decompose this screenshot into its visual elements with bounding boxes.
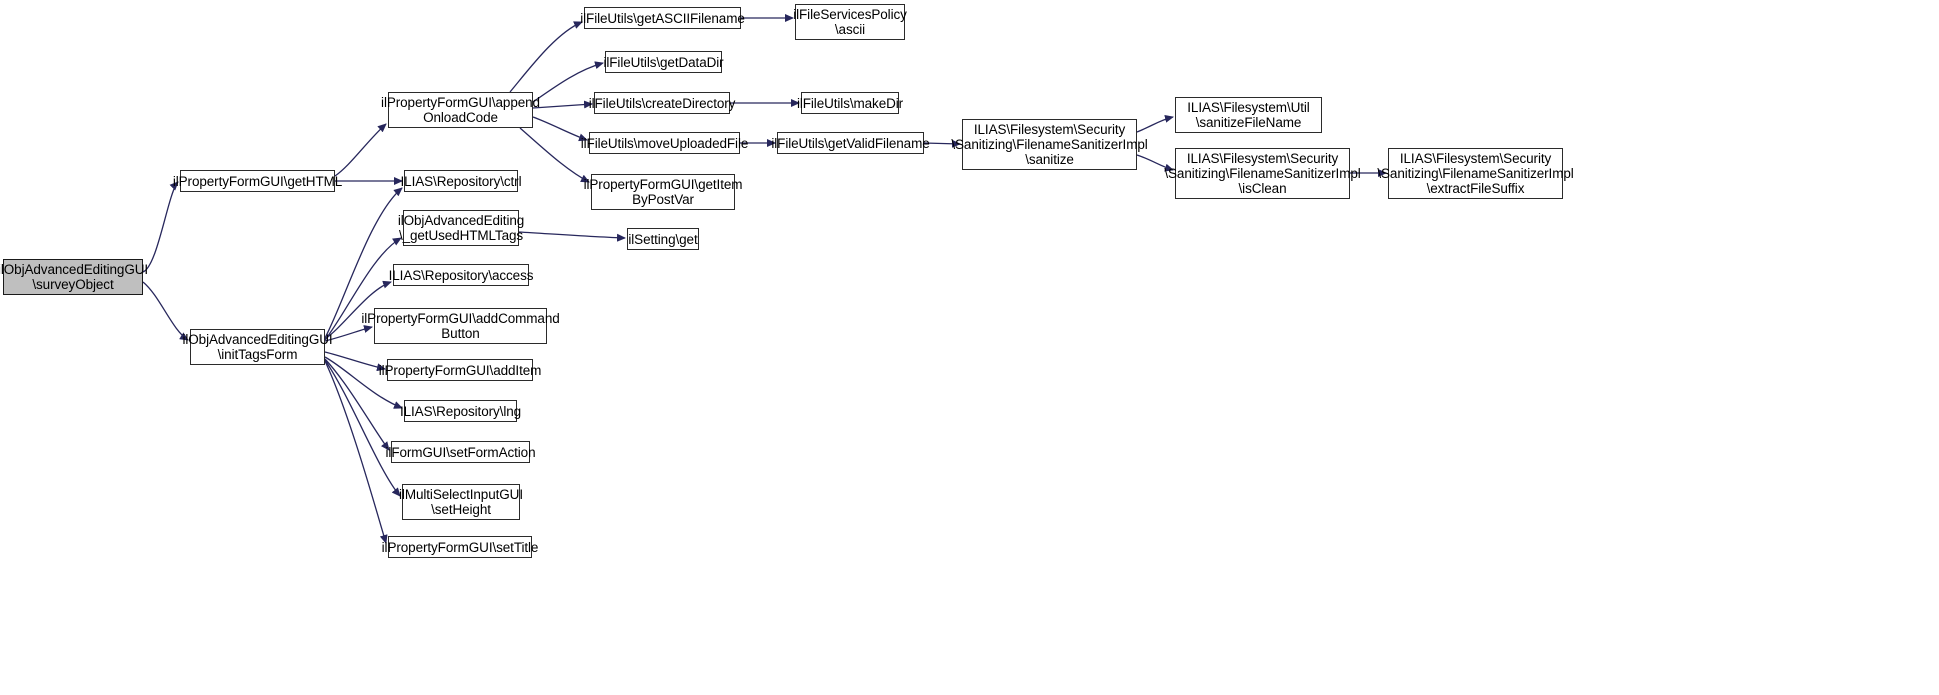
graph-node-n0[interactable]: ilObjAdvancedEditingGUI \surveyObject [0, 259, 148, 295]
graph-node-n18[interactable]: ilSetting\get [627, 228, 699, 250]
graph-edge-n3-to-n16 [532, 116, 588, 142]
graph-node-n3[interactable]: ilPropertyFormGUI\append OnloadCode [381, 92, 540, 128]
graph-node-n9[interactable]: ILIAS\Repository\lng [400, 400, 521, 422]
graph-edge-n3-to-n15 [532, 100, 593, 109]
graph-node-n5[interactable]: ilObjAdvancedEditing \_getUsedHTMLTags [398, 210, 524, 246]
graph-node-n22[interactable]: ILIAS\Filesystem\Security \Sanitizing\Fi… [951, 119, 1148, 170]
graph-edge-n0-to-n1 [142, 181, 179, 273]
graph-node-n25[interactable]: ILIAS\Filesystem\Security \Sanitizing\Fi… [1377, 148, 1574, 199]
graph-node-n17[interactable]: ilPropertyFormGUI\getItem ByPostVar [584, 174, 743, 210]
graph-edge-n2-to-n8 [324, 351, 386, 372]
graph-node-n2[interactable]: ilObjAdvancedEditingGUI \initTagsForm [182, 329, 333, 365]
graph-node-n11[interactable]: ilMultiSelectInputGUI \setHeight [399, 484, 523, 520]
graph-node-n24[interactable]: ILIAS\Filesystem\Security \Sanitizing\Fi… [1164, 148, 1361, 199]
graph-node-n19[interactable]: ilFileServicesPolicy \ascii [793, 4, 907, 40]
graph-node-n21[interactable]: ilFileUtils\getValidFilename [771, 132, 930, 154]
graph-edge-n1-to-n3 [334, 123, 387, 177]
graph-edge-n5-to-n18 [518, 231, 626, 242]
graph-node-n13[interactable]: ilFileUtils\getASCIIFilename [580, 7, 745, 29]
graph-node-n4[interactable]: ILIAS\Repository\ctrl [401, 170, 522, 192]
graph-node-n16[interactable]: ilFileUtils\moveUploadedFile [581, 132, 748, 154]
graph-node-n20[interactable]: ilFileUtils\makeDir [797, 92, 903, 114]
graph-node-n6[interactable]: ILIAS\Repository\access [389, 264, 533, 286]
graph-node-n8[interactable]: ilPropertyFormGUI\addItem [379, 359, 541, 381]
graph-node-n12[interactable]: ilPropertyFormGUI\setTitle [382, 536, 538, 558]
graph-node-n14[interactable]: ilFileUtils\getDataDir [603, 51, 724, 73]
graph-node-n10[interactable]: ilFormGUI\setFormAction [386, 441, 536, 463]
graph-edge-n3-to-n17 [519, 127, 590, 183]
graph-node-n23[interactable]: ILIAS\Filesystem\Util \sanitizeFileName [1175, 97, 1322, 133]
graph-edge-n3-to-n13 [509, 21, 583, 93]
graph-node-n1[interactable]: ilPropertyFormGUI\getHTML [173, 170, 342, 192]
graph-node-n15[interactable]: ilFileUtils\createDirectory [589, 92, 735, 114]
graph-node-n7[interactable]: ilPropertyFormGUI\addCommand Button [361, 308, 560, 344]
graph-edge-n2-to-n12 [324, 360, 388, 544]
graph-edge-n0-to-n2 [142, 281, 189, 341]
